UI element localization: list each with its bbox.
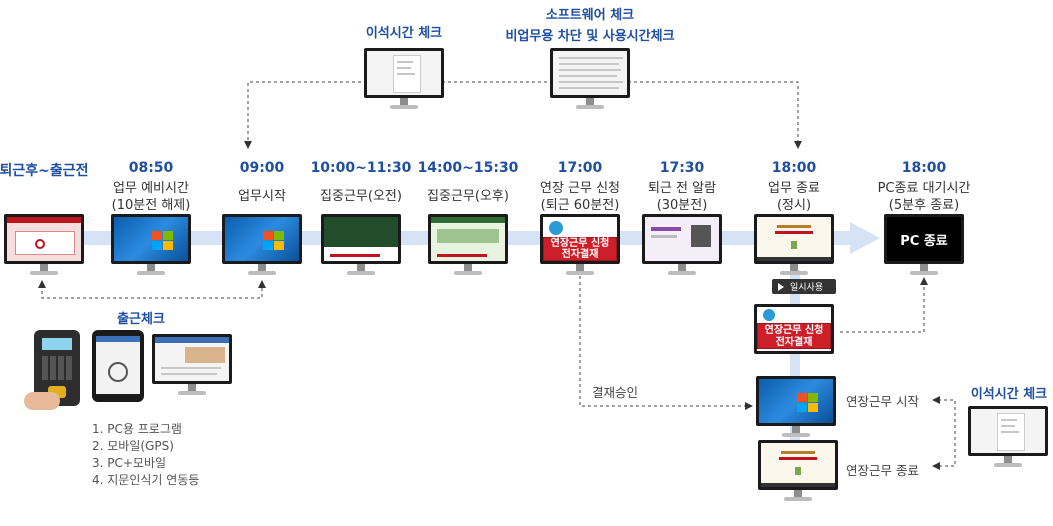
monitor-overtime-end [758, 440, 838, 504]
monitor-focus-pm [428, 214, 508, 278]
play-icon [778, 282, 784, 291]
overtime-end-label: 연장근무 종료 [846, 463, 919, 478]
timeline-desc1-7: 업무 종료 [768, 181, 820, 196]
monitor-0900 [222, 214, 302, 278]
timeline-time-3: 10:00~11:30 [310, 160, 412, 176]
checkin-pc-monitor [152, 334, 232, 398]
timeline-desc2-8: (5분후 종료) [888, 198, 960, 213]
timeline-desc1-6: 퇴근 전 알람 [647, 181, 717, 196]
checkin-method-item: 4. 지문인식기 연동등 [92, 473, 200, 487]
approval-label: 결재승인 [592, 385, 639, 400]
overtime-vertical-bar [790, 270, 800, 470]
software-check-monitor [550, 48, 630, 112]
overtime-approval-badge: 연장근무 신청 전자결재 [757, 323, 831, 349]
timeline-time-6: 17:30 [659, 160, 705, 176]
globe-icon [549, 221, 563, 235]
overtime-request-screen-badge: 연장근무 신청 전자결재 [543, 237, 617, 261]
timeline-time-4: 14:00~15:30 [417, 160, 519, 176]
top-dashed-bracket [247, 81, 799, 146]
timeline-desc1-3: 집중근무(오전) [320, 189, 402, 204]
checkin-title: 출근체크 [117, 312, 165, 327]
checkin-methods-list: 1. PC용 프로그램 2. 모바일(GPS) 3. PC+모바일 4. 지문인… [92, 421, 199, 489]
timeline-time-2: 09:00 [239, 160, 285, 176]
monitor-overtime-approval: 연장근무 신청 전자결재 [754, 304, 834, 368]
windows-logo-icon [152, 231, 174, 251]
software-check-line1: 소프트웨어 체크 [545, 8, 635, 23]
absence-check-monitor [364, 48, 444, 112]
monitor-overtime-start [756, 376, 836, 440]
absence-right-bracket [938, 399, 956, 467]
monitor-work-end [754, 214, 834, 278]
approval-dashed-line [579, 276, 748, 407]
checkin-dashed-bracket [41, 285, 263, 299]
timeline-desc2-1: (10분전 해제) [111, 198, 191, 213]
tablet-icon [92, 330, 144, 402]
globe-icon [763, 309, 775, 321]
software-check-line2: 비업무용 차단 및 사용시간체크 [505, 29, 675, 44]
hand-icon [24, 392, 60, 410]
timeline-desc2-7: (정시) [776, 198, 812, 213]
absence-check-right-label: 이석시간 체크 [970, 387, 1048, 402]
timeline-time-7: 18:00 [771, 160, 817, 176]
timeline-desc2-6: (30분전) [656, 198, 708, 213]
absence-check-right-monitor [968, 406, 1048, 470]
timeline-time-0: 퇴근후~출근전 [0, 163, 89, 179]
absence-check-top-label: 이석시간 체크 [365, 26, 443, 41]
timeline-desc1-2: 업무시작 [238, 189, 286, 204]
pc-off-text: PC 종료 [887, 217, 961, 261]
windows-logo-icon [263, 231, 285, 251]
overtime-start-label: 연장근무 시작 [846, 394, 919, 409]
checkin-method-item: 3. PC+모바일 [92, 456, 167, 470]
monitor-after-hours [4, 214, 84, 278]
pause-use-button[interactable]: 일시사용 [772, 279, 836, 294]
checkin-method-item: 1. PC용 프로그램 [92, 422, 182, 436]
timeline-desc1-8: PC종료 대기시간 [877, 181, 971, 196]
badge-to-pcoff-line [840, 282, 925, 333]
windows-logo-icon [797, 393, 819, 413]
monitor-focus-am [321, 214, 401, 278]
timeline-arrow-head [850, 222, 880, 254]
timeline-desc1-4: 집중근무(오후) [427, 189, 509, 204]
monitor-overtime-request: 연장근무 신청 전자결재 [540, 214, 620, 278]
timeline-desc2-5: (퇴근 60분전) [540, 198, 620, 213]
monitor-leave-alarm [642, 214, 722, 278]
checkin-method-item: 2. 모바일(GPS) [92, 439, 174, 453]
timeline-time-8: 18:00 [901, 160, 947, 176]
timeline-desc1-1: 업무 예비시간 [113, 181, 189, 196]
timeline-time-1: 08:50 [128, 160, 174, 176]
monitor-0850 [111, 214, 191, 278]
monitor-pc-off: PC 종료 [884, 214, 964, 278]
timeline-time-5: 17:00 [557, 160, 603, 176]
timeline-desc1-5: 연장 근무 신청 [539, 181, 621, 196]
